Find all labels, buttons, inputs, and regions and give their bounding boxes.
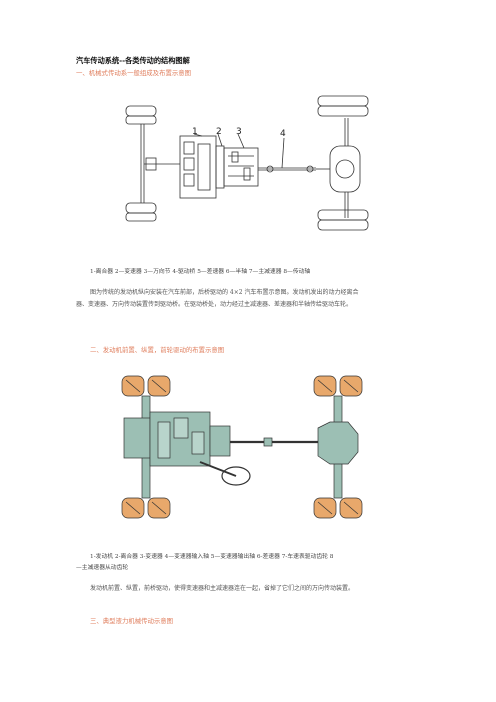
clutch — [215, 145, 225, 189]
section-heading-1: 一、机械式传动系一般组成及布置示意图 — [76, 69, 192, 77]
front-tires — [121, 375, 171, 519]
diagram1-label-3: 3 — [236, 127, 242, 137]
steering-wheel — [221, 466, 251, 486]
front-left-wheel — [125, 105, 157, 222]
caption-2-line-2: —主减速器从动齿轮 — [76, 565, 129, 571]
caption-2-line-1: 1-发动机 2-离合器 3-变速器 4—变速器输入轴 5—变速器输出轴 6-差速… — [90, 554, 334, 560]
diagram1-label-1: 1 — [192, 127, 198, 137]
section-heading-2: 二、发动机前置、纵置，前轮驱动的布置示意图 — [90, 346, 225, 354]
gearbox — [223, 147, 259, 187]
drive-axle — [329, 145, 361, 193]
diagram1-label-4: 4 — [280, 129, 286, 139]
rear-wheels — [317, 95, 369, 231]
diagram-front-engine-layout — [121, 375, 363, 519]
paragraph-1-line-1: 图为传统的发动机纵向安装在汽车前部，后桥驱动的 4×2 汽车布置示意图。发动机发… — [90, 289, 359, 296]
paragraph-2: 发动机前置、纵置，前桥驱动，使得变速器和主减速器连在一起，省掉了它们之间的万向传… — [90, 585, 355, 592]
diagram1-label-2: 2 — [216, 127, 222, 137]
section-heading-3: 三、典型液力机械传动示意图 — [90, 617, 174, 625]
rear-tires — [313, 375, 363, 519]
caption-1: 1-离合器 2—变速器 3—万向节 4-驱动桥 5—差速器 6—半轴 7—主减速… — [90, 269, 311, 275]
differential — [317, 421, 359, 465]
paragraph-1-line-2: 器、变速器、万向传动装置传到驱动桥。在驱动桥处，动力经过主减速器、差速器和半轴传… — [76, 301, 353, 308]
paragraph-1: 图为传统的发动机纵向安装在汽车前部，后桥驱动的 4×2 汽车布置示意图。发动机发… — [76, 287, 421, 311]
engine — [123, 417, 151, 459]
page-title: 汽车传动系统--各类传动的结构图解 — [76, 56, 190, 65]
universal-joint — [266, 165, 274, 173]
diagram-mechanical-drivetrain: 1 2 3 4 — [125, 95, 369, 231]
